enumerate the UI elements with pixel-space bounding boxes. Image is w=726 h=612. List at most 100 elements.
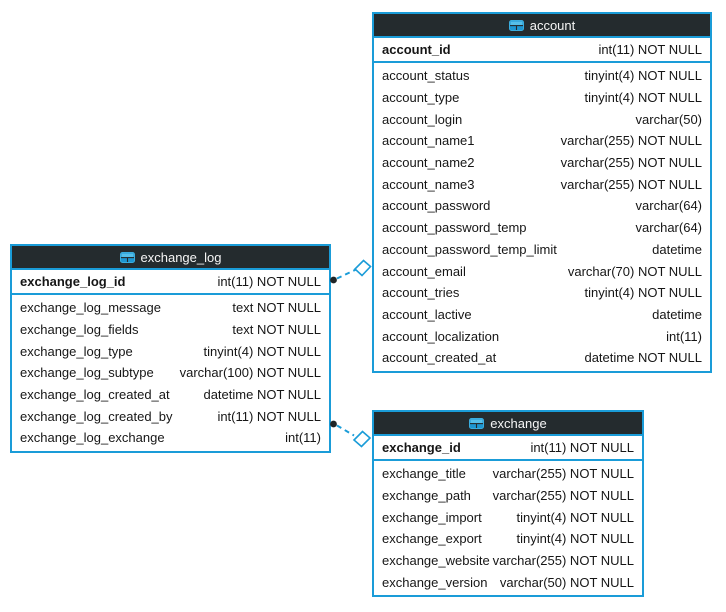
field-name: account_name1 [382, 133, 475, 149]
primary-key-row: account_id int(11) NOT NULL [374, 38, 710, 63]
field-name: exchange_log_message [20, 300, 161, 316]
field-type: datetime [652, 306, 702, 322]
field-type: int(11) NOT NULL [598, 42, 702, 57]
field-row: account_lactive datetime [374, 304, 710, 326]
field-name: account_password_temp [382, 220, 527, 236]
field-type: varchar(255) NOT NULL [492, 488, 634, 504]
table-node-exchange[interactable]: exchange exchange_id int(11) NOT NULL ex… [372, 410, 644, 598]
field-name: exchange_log_created_by [20, 408, 173, 424]
field-type: varchar(255) NOT NULL [492, 466, 634, 482]
relationship-exchange-log-account[interactable] [330, 259, 372, 284]
field-name: exchange_log_created_at [20, 387, 170, 403]
field-name: account_password [382, 198, 491, 214]
field-name: account_tries [382, 285, 460, 301]
field-row: account_tries tinyint(4) NOT NULL [374, 282, 710, 304]
field-row: exchange_export tinyint(4) NOT NULL [374, 528, 642, 550]
field-name: exchange_title [382, 466, 466, 482]
field-type: text NOT NULL [232, 322, 321, 338]
field-name: account_id [382, 42, 451, 57]
field-row: exchange_import tinyint(4) NOT NULL [374, 506, 642, 528]
field-name: account_name3 [382, 176, 475, 192]
field-type: datetime NOT NULL [584, 350, 702, 366]
field-name: exchange_import [382, 509, 482, 525]
table-icon [469, 417, 485, 429]
field-row: exchange_version varchar(50) NOT NULL [374, 571, 642, 593]
field-row: account_login varchar(50) [374, 108, 710, 130]
field-name: exchange_log_exchange [20, 430, 165, 446]
field-row: exchange_log_created_by int(11) NOT NULL [12, 405, 329, 427]
table-node-exchange-log[interactable]: exchange_log exchange_log_id int(11) NOT… [10, 244, 331, 453]
field-name: account_name2 [382, 155, 475, 171]
field-name: exchange_id [382, 440, 461, 455]
field-type: varchar(50) NOT NULL [499, 574, 634, 590]
field-row: account_localization int(11) [374, 325, 710, 347]
table-icon [508, 19, 524, 31]
field-name: account_lactive [382, 306, 472, 322]
table-header-exchange-log[interactable]: exchange_log [12, 246, 329, 270]
field-name: exchange_path [382, 488, 471, 504]
field-type: varchar(70) NOT NULL [567, 263, 702, 279]
field-type: tinyint(4) NOT NULL [516, 509, 634, 525]
field-row: exchange_log_created_at datetime NOT NULL [12, 384, 329, 406]
field-type: tinyint(4) NOT NULL [516, 531, 634, 547]
field-type: int(11) NOT NULL [217, 274, 321, 289]
field-row: account_name2 varchar(255) NOT NULL [374, 152, 710, 174]
field-type: tinyint(4) NOT NULL [584, 285, 702, 301]
field-name: exchange_version [382, 574, 488, 590]
field-type: int(11) NOT NULL [530, 440, 634, 455]
field-name: exchange_log_fields [20, 322, 139, 338]
field-type: varchar(100) NOT NULL [179, 365, 321, 381]
field-name: account_password_temp_limit [382, 241, 557, 257]
field-type: datetime [652, 241, 702, 257]
field-type: varchar(255) NOT NULL [560, 155, 702, 171]
field-row: exchange_log_exchange int(11) [12, 427, 329, 449]
field-type: int(11) [666, 328, 702, 344]
field-row: account_name1 varchar(255) NOT NULL [374, 130, 710, 152]
field-type: tinyint(4) NOT NULL [584, 90, 702, 106]
field-type: varchar(255) NOT NULL [560, 176, 702, 192]
primary-key-row: exchange_log_id int(11) NOT NULL [12, 270, 329, 295]
relationship-exchange-log-exchange[interactable] [330, 420, 372, 448]
field-type: varchar(64) [635, 198, 702, 214]
table-title: exchange_log [140, 249, 222, 265]
field-type: tinyint(4) NOT NULL [203, 343, 321, 359]
field-row: exchange_log_message text NOT NULL [12, 297, 329, 319]
field-row: exchange_log_subtype varchar(100) NOT NUL… [12, 362, 329, 384]
table-node-account[interactable]: account account_id int(11) NOT NULL acco… [372, 12, 712, 373]
field-type: int(11) [285, 430, 321, 446]
field-type: datetime NOT NULL [203, 387, 321, 403]
field-row: exchange_path varchar(255) NOT NULL [374, 485, 642, 507]
field-row: exchange_log_fields text NOT NULL [12, 319, 329, 341]
primary-key-row: exchange_id int(11) NOT NULL [374, 436, 642, 461]
field-name: exchange_export [382, 531, 482, 547]
field-name: account_localization [382, 328, 500, 344]
table-icon [119, 251, 135, 263]
field-type: varchar(50) [635, 111, 702, 127]
field-name: exchange_website [382, 553, 490, 569]
field-name: account_status [382, 68, 470, 84]
field-row: exchange_title varchar(255) NOT NULL [374, 463, 642, 485]
table-header-account[interactable]: account [374, 14, 710, 38]
field-name: exchange_log_type [20, 343, 133, 359]
field-type: varchar(255) NOT NULL [560, 133, 702, 149]
field-row: account_email varchar(70) NOT NULL [374, 260, 710, 282]
field-row: account_password varchar(64) [374, 195, 710, 217]
table-header-exchange[interactable]: exchange [374, 412, 642, 436]
field-type: varchar(255) NOT NULL [492, 553, 634, 569]
field-type: text NOT NULL [232, 300, 321, 316]
field-name: account_email [382, 263, 466, 279]
field-name: account_login [382, 111, 463, 127]
table-title: account [529, 17, 576, 33]
field-name: exchange_log_subtype [20, 365, 154, 381]
field-name: exchange_log_id [20, 274, 126, 289]
field-type: int(11) NOT NULL [217, 408, 321, 424]
field-type: varchar(64) [635, 220, 702, 236]
field-name: account_created_at [382, 350, 497, 366]
field-row: account_password_temp_limit datetime [374, 239, 710, 261]
